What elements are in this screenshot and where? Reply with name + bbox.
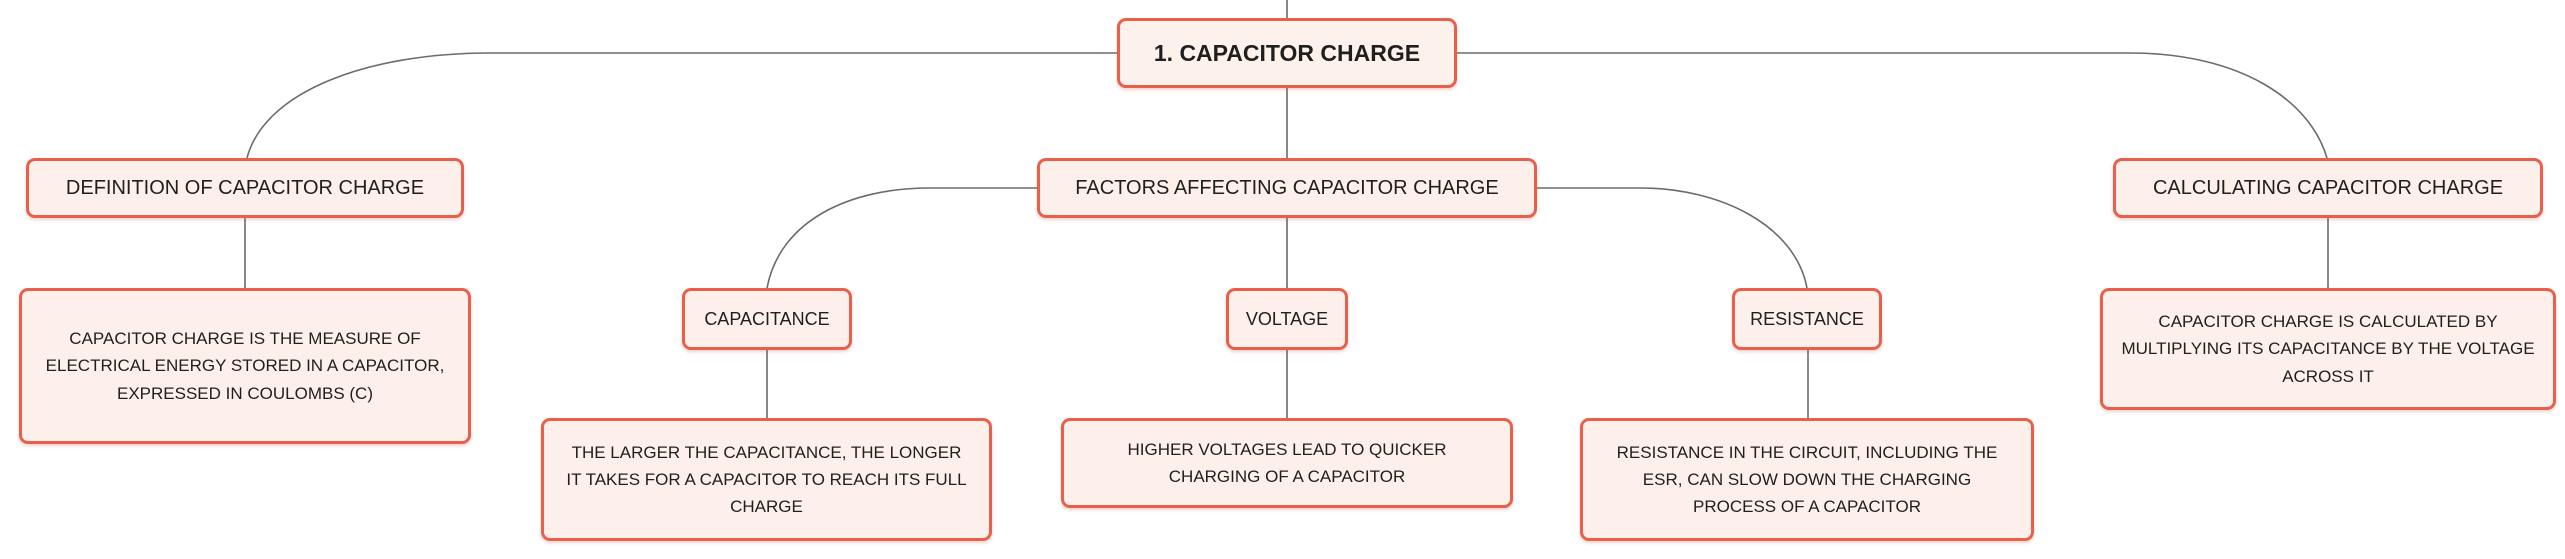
branch-factors[interactable]: FACTORS AFFECTING CAPACITOR CHARGE [1037,158,1537,218]
factor-capacitance[interactable]: CAPACITANCE [682,288,852,350]
connector-root-calculating [1457,52,2328,159]
branch-calculating[interactable]: CALCULATING CAPACITOR CHARGE [2113,158,2543,218]
leaf-definition[interactable]: CAPACITOR CHARGE IS THE MEASURE OF ELECT… [19,288,471,444]
branch-definition[interactable]: DEFINITION OF CAPACITOR CHARGE [26,158,464,218]
root-node[interactable]: 1. CAPACITOR CHARGE [1117,18,1457,88]
leaf-voltage[interactable]: HIGHER VOLTAGES LEAD TO QUICKER CHARGING… [1061,418,1513,508]
connector-factors-capacitance [766,187,1037,289]
factor-resistance[interactable]: RESISTANCE [1732,288,1882,350]
leaf-resistance[interactable]: RESISTANCE IN THE CIRCUIT, INCLUDING THE… [1580,418,2034,541]
leaf-calculating[interactable]: CAPACITOR CHARGE IS CALCULATED BY MULTIP… [2100,288,2556,410]
connector-factors-resistance [1537,187,1808,289]
leaf-capacitance[interactable]: THE LARGER THE CAPACITANCE, THE LONGER I… [541,418,992,541]
factor-voltage[interactable]: VOLTAGE [1226,288,1348,350]
connector-root-definition [246,52,1117,159]
